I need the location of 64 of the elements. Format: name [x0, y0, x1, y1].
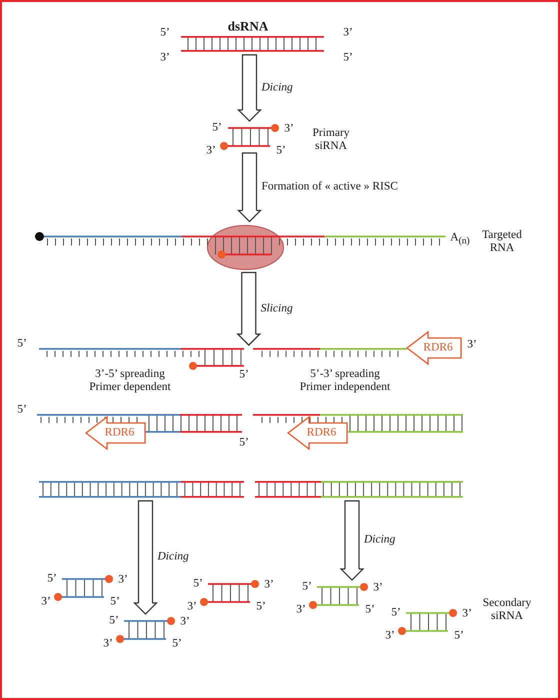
strand-end-label: 3’ [118, 573, 128, 587]
rna-duplex-drawing [181, 36, 324, 52]
strand-end-label: 3’ [180, 615, 190, 629]
strand-end-label: 3’ [206, 144, 216, 158]
strand-end-label: 5’ [212, 121, 222, 135]
strand-end-label: 5’ [239, 368, 249, 382]
strand-end-label: 3’ [264, 578, 274, 592]
molecule-label: Primary siRNA [311, 126, 351, 154]
pathway-label: 5’-3’ spreading Primer independent [298, 368, 392, 394]
strand-end-label: 5’ [160, 26, 170, 40]
rna-duplex-drawing [255, 481, 463, 498]
rna-fragment-drawing [39, 348, 244, 370]
molecule-label: Secondary siRNA [482, 596, 532, 624]
sirna-duplex-drawing [54, 575, 113, 601]
hollow-arrow [340, 500, 364, 581]
strand-end-label: 5’ [276, 144, 286, 158]
sirna-duplex-drawing [200, 580, 259, 606]
step-label: Dicing [158, 550, 189, 564]
sirna-duplex-drawing [309, 583, 368, 609]
enzyme-label: RDR6 [306, 426, 336, 440]
step-label: Formation of « active » RISC [262, 180, 398, 194]
sirna-duplex-drawing [116, 617, 175, 643]
strand-end-label: 5’ [17, 403, 27, 417]
strand-end-label: 5’ [110, 595, 120, 609]
pathway-label: 3’-5’ spreading Primer dependent [88, 368, 172, 394]
strand-end-label: 3’ [467, 338, 477, 352]
strand-end-label: 3’ [296, 603, 306, 617]
enzyme-label: RDR6 [423, 341, 453, 355]
strand-end-label: 3’ [284, 122, 294, 136]
strand-end-label: 5’ [343, 51, 353, 65]
strand-end-label: 3’ [41, 595, 51, 609]
strand-end-label: 3’ [343, 26, 353, 40]
strand-end-label: 5’ [193, 577, 203, 591]
step-label: Slicing [260, 302, 293, 316]
sirna-duplex-drawing [220, 124, 279, 150]
molecule-label: dsRNA [228, 20, 268, 34]
hollow-arrow [134, 500, 158, 615]
strand-end-label: 5’ [47, 572, 57, 586]
strand-end-label: 5’ [109, 614, 119, 628]
poly-a-label: A$_{(n)}$ [450, 231, 470, 247]
strand-end-label: 5’ [365, 603, 375, 617]
sirna-duplex-drawing [398, 609, 457, 635]
rna-strand-with-complex-drawing [34, 224, 445, 270]
molecule-label: Targeted RNA [481, 228, 523, 256]
hollow-arrow [238, 152, 262, 222]
rna-duplex-drawing [39, 481, 244, 498]
strand-end-label: 5’ [239, 436, 249, 450]
enzyme-label: RDR6 [104, 426, 134, 440]
strand-end-label: 3’ [373, 581, 383, 595]
strand-end-label: 3’ [160, 51, 170, 65]
strand-end-label: 5’ [454, 629, 464, 643]
hollow-arrow [238, 54, 262, 122]
step-label: Dicing [364, 534, 396, 548]
strand-end-label: 5’ [391, 606, 401, 620]
step-label: Dicing [262, 81, 293, 95]
strand-end-label: 5’ [302, 580, 312, 594]
strand-end-label: 3’ [462, 607, 472, 621]
strand-end-label: 3’ [187, 600, 197, 614]
rna-fragment-drawing [253, 348, 407, 357]
strand-end-label: 3’ [103, 637, 113, 651]
strand-end-label: 5’ [172, 637, 182, 651]
strand-end-label: 5’ [17, 337, 27, 351]
strand-end-label: 3’ [385, 629, 395, 643]
strand-end-label: 5’ [256, 600, 266, 614]
